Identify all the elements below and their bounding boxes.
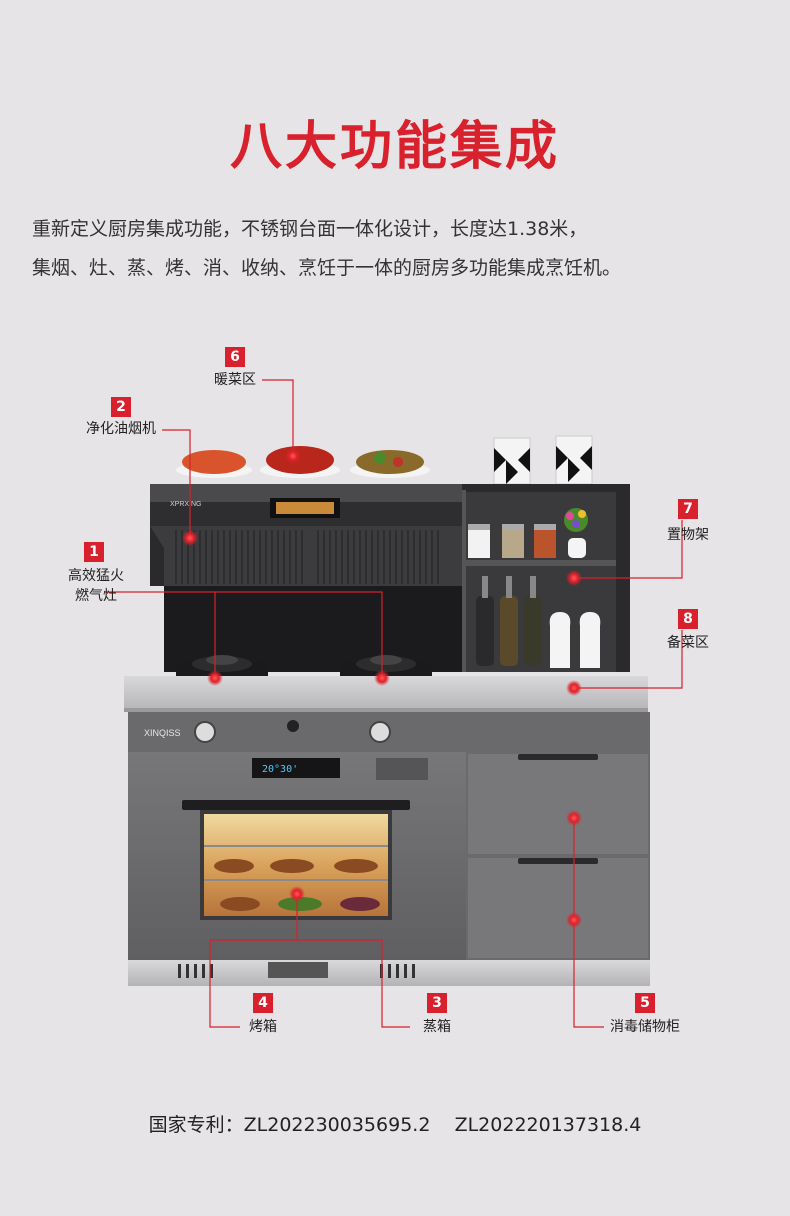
callout-badge-8: 8 [678,609,698,629]
left-knob [194,721,216,743]
callout-badge-5: 5 [635,993,655,1013]
pitchers [549,612,601,668]
spice-jars [468,524,556,558]
callout-badge-6: 6 [225,347,245,367]
oven-handle [182,800,410,810]
callout-badge-1: 1 [84,542,104,562]
hood-top-panel [150,484,462,502]
decor-jars [493,435,593,485]
oven-display [252,758,340,778]
callout-label-prep-zone: 备菜区 [667,635,709,651]
patent-numbers: 国家专利：ZL202230035695.2 ZL202220137318.4 [148,1114,642,1136]
callout-lines [104,379,683,1028]
oil-bottles [476,576,542,666]
drawer-upper [468,754,648,854]
hood-brand: XPRXING [170,501,202,508]
callout-label-steamer: 蒸箱 [423,1019,451,1035]
callout-label-warming-zone: 暖菜区 [214,372,256,388]
callout-label-oven: 烤箱 [249,1019,277,1035]
callout-label-gas-stove-line2: 燃气灶 [75,588,117,604]
callout-badge-2: 2 [111,397,131,417]
range-hood [150,526,462,586]
callout-badge-4: 4 [253,993,273,1013]
callout-badge-3: 3 [427,993,447,1013]
intro-line-1: 重新定义厨房集成功能，不锈钢台面一体化设计，长度达1.38米， [32,218,588,240]
callout-label-gas-stove-line1: 高效猛火 [68,568,124,584]
callout-label-shelf: 置物架 [667,527,709,543]
svg-text:20°30': 20°30' [262,764,298,775]
drawer-lower [468,858,648,958]
page-title: 八大功能集成 [229,117,560,177]
warming-zone-dishes [176,446,430,478]
callout-label-range-hood: 净化油烟机 [86,421,156,437]
intro-line-2: 集烟、灶、蒸、烤、消、收纳、烹饪于一体的厨房多功能集成烹饪机。 [32,257,622,279]
right-knob [369,721,391,743]
callout-dots [182,448,582,928]
callout-label-sterilizer-cabinet: 消毒储物柜 [610,1019,680,1035]
flower-vase [564,508,588,558]
callout-badge-7: 7 [678,499,698,519]
panel-brand: XINQISS [144,728,181,738]
shelf-top [462,484,630,492]
